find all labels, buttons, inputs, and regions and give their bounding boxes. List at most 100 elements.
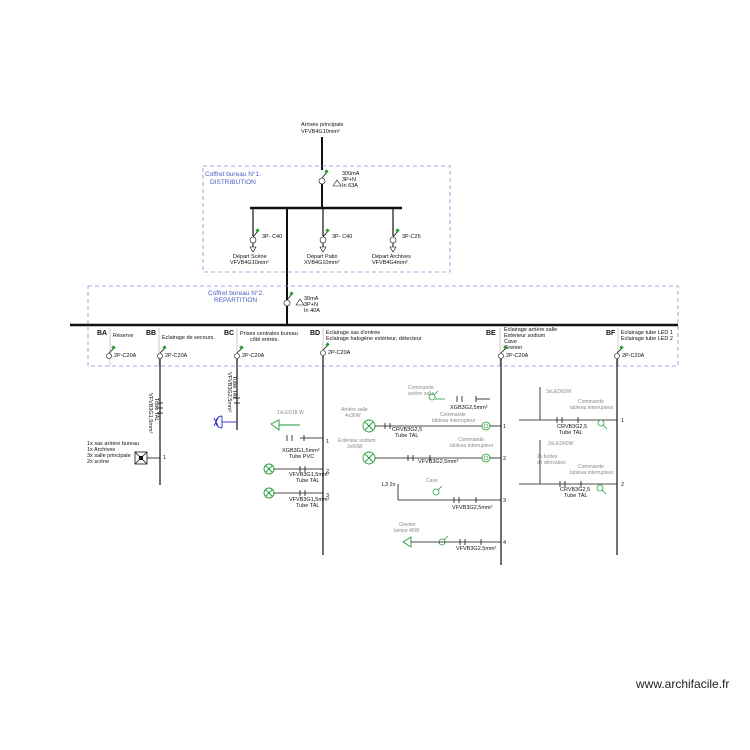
circuit-desc-be-2: Extérieur sodium [504,333,546,339]
departure-arrow-icon [249,246,257,253]
box2-main-breaker [283,291,305,307]
bd-cable-3: VFVB3G1,5mm² [289,497,330,503]
bd-cable-2-marks [299,466,306,472]
socket-icon [213,415,237,429]
departure-2-rating: 3P- C40 [332,234,352,240]
breaker-bc-rating: 2P-C20A [242,353,265,359]
bb-label-3: 3x salle principale [87,453,131,459]
be-salle-1: Arrière salle [341,407,368,413]
bc-cable-vertical: VFVB3G2,5mm² [226,372,232,413]
bf-note-1: 2x boîtes [537,454,558,460]
differential-symbol [295,298,305,306]
bd-num-3: 3 [326,493,329,499]
circuit-desc-be-3: Cave [504,339,517,345]
box1-breaker-l1: 300mA [342,171,360,177]
be-cave: Cave [426,478,438,484]
circuit-desc-bd-2: Eclairage halogène extérieur, détecteur [326,336,422,342]
circuit-code-bd: BD [310,330,320,337]
be-cable-2-marks [407,455,431,461]
bd-num-1: 1 [326,439,329,445]
box2-breaker-l3: In 40A [304,308,320,314]
circuit-desc-bb: Eclairage de secours. [162,335,215,341]
be-cmd3-1: Commande [458,437,484,443]
be-num-2: 2 [503,456,506,462]
be-cable-4: VFVB3G2,5mm² [456,546,497,552]
circuit-dividers [109,328,619,366]
departure-2-cable: XVB4G10mm² [304,260,340,266]
be-cmd1-1: Commande [408,385,434,391]
bb-num: 1 [163,455,166,461]
box1-frame [202,165,451,273]
circuit-code-ba: BA [97,330,107,337]
bf-note-2: de dérivation [537,460,566,466]
bc-cable-vertical-2: Tube TAL [231,376,237,399]
lamp-icon-bd3 [263,487,275,499]
circuit-desc-bf-1: Eclairage tube LED 1 [621,330,673,336]
bd-num-2: 2 [326,469,329,475]
be-cmd2-2: tableau interrupteur [432,418,476,424]
box2-title: Coffret bureau N°2. [208,289,264,297]
bd-cable-2-tube: Tube TAL [296,478,319,484]
circuit-desc-bf-2: Eclairage tube LED 2 [621,336,673,342]
bb-label-2: 1x Archives [87,447,115,453]
circuit-desc-be-1: Eclairage arrière salle [504,327,557,333]
watermark[interactable]: www.archifacile.fr [636,677,730,691]
departure-patio [319,208,330,253]
be-num-4: 4 [503,540,506,546]
bf-cable-2-tube: Tube TAL [564,493,587,499]
bb-cable-vertical-2: Tube TAL [153,398,159,421]
emergency-light-icon [134,451,148,465]
bd-cable-3-tube: Tube TAL [296,503,319,509]
bf-num-2: 2 [621,482,624,488]
be-cable-3-marks [453,497,477,503]
be-salle-2: 4x36W [345,413,361,419]
be-cable-top: XGB3G2,5mm² [450,405,488,411]
bd-lamp-label: 1xLED18 W [277,410,304,416]
bf-cable-1-marks [556,417,579,423]
bf-cable-1-tube: Tube TAL [559,430,582,436]
circuit-desc-bd-1: Eclairage sas d'entrée [326,330,380,336]
box1-breaker-l2: 3P+N [342,177,356,183]
breaker-ba-rating: 2P-C20A [114,353,137,359]
bf-cable-2: CRVB3G2,5 [560,487,590,493]
bf-num-1: 1 [621,418,624,424]
lamp-icon-bd2 [263,463,275,475]
switch-icon-cave [432,485,443,496]
circuit-code-bb: BB [146,330,156,337]
box2-subtitle: REPARTITION [214,297,257,304]
breaker-bb [157,345,167,359]
be-cmd3-2: tableau interrupteur [450,443,494,449]
breaker-bf-rating: 2P-C20A [622,353,645,359]
switch-icon-bf2 [596,484,607,495]
bf-cmd1-2: tableau interrupteur [570,405,614,411]
breaker-bd [320,342,330,356]
bb-label-4: 2x scène [87,459,109,465]
box1-title: Coffret bureau N°1. [205,170,261,178]
switch-icon-be1 [481,421,491,431]
main-feed-label: Arrivée principale [301,122,344,128]
circuit-code-be: BE [486,330,496,337]
departure-1-name: Départ Scène [233,254,267,260]
bf-cmd2-1: Commande [578,464,604,470]
breaker-be [498,345,508,359]
breaker-bf [614,345,624,359]
breaker-bd-rating: 2P-C20A [328,350,351,356]
departure-archives [389,208,400,253]
lamp-icon-be1 [362,419,376,433]
be-cmd2-1: Commande [440,412,466,418]
bf-cable-1: CRVB3G2,5 [557,424,587,430]
bb-label-1: 1x sas arrière bureau [87,441,139,447]
be-cable-3: VFVB3G2,5mm² [452,505,493,511]
bf-cmd1-1: Commande [578,399,604,405]
differential-symbol [332,179,342,187]
box1-breaker-l3: In 63A [342,183,358,189]
departure-arrow-icon [389,246,397,253]
be-top-marks [456,396,477,402]
be-cable-2: VFVB3G2,5mm² [418,459,459,465]
be-cmd1-2: arrière salle [408,391,434,397]
bc-cable-marks [234,397,240,404]
bb-cable-vertical: VFVB3G1,5mm² [147,393,153,434]
be-grenier-1: Grenier [399,522,416,528]
be-cable-1-tube: Tube TAL [395,433,418,439]
